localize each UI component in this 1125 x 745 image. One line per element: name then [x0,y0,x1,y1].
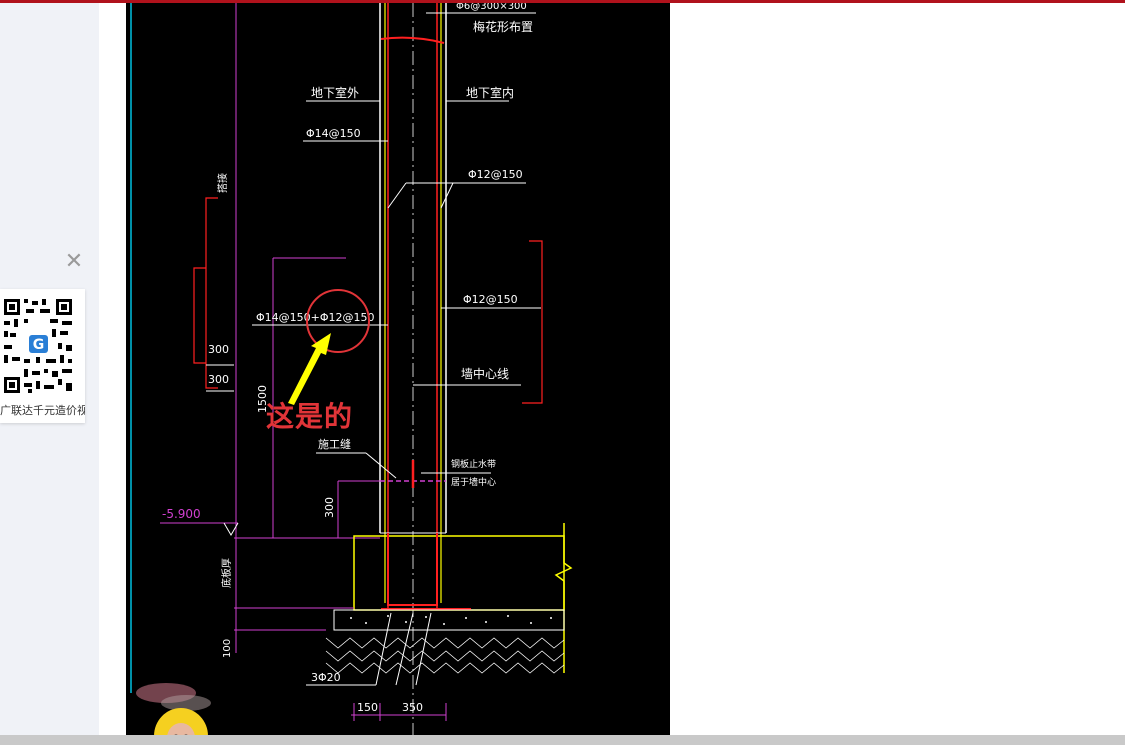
label-bar-inner-mid: Φ12@150 [463,293,518,306]
label-dim-1500: 1500 [256,385,269,413]
label-elevation: -5.900 [162,507,201,521]
label-waterstop-b: 居于墙中心 [451,476,496,488]
label-construction-joint: 施工缝 [318,437,351,451]
label-dim-350: 350 [402,701,423,714]
annotation-arrow [288,333,331,405]
label-base-thickness: 底板厚 [220,558,233,588]
label-waterstop-a: 钢板止水带 [451,458,496,470]
label-dim-100: 100 [222,639,233,658]
label-dim-150: 150 [357,701,378,714]
label-dim-300b: 300 [208,373,229,386]
close-icon[interactable]: ✕ [64,249,84,274]
qr-code-card[interactable]: G 广联达千元造价视频 [0,289,85,423]
label-wall-center: 墙中心线 [461,366,509,381]
qr-logo-letter: G [33,337,45,353]
cad-wall-section-drawing: Φ6@300×300 梅花形布置 地下室外 地下室内 Φ14@150 Φ12@1… [130,3,573,735]
label-dim-300c: 300 [323,497,336,518]
label-bar-combo: Φ14@150+Φ12@150 [256,311,375,324]
label-outside: 地下室外 [311,85,359,100]
label-dim-side: 搭接 [216,173,229,193]
label-inside: 地下室内 [466,85,514,100]
cad-drawing-canvas[interactable]: Φ6@300×300 梅花形布置 地下室外 地下室内 Φ14@150 Φ12@1… [126,3,670,735]
annotation-circle [306,289,370,353]
annotation-text: 这是的 [266,400,354,433]
label-bar-outer-top: Φ14@150 [306,127,361,140]
label-dim-300a: 300 [208,343,229,356]
label-top-note: 梅花形布置 [473,19,533,34]
top-accent-bar [0,0,1125,3]
bottom-scrollbar[interactable] [0,735,1125,745]
label-top-spec: Φ6@300×300 [456,3,527,12]
qr-code-image: G [0,297,76,397]
qr-caption: 广联达千元造价视频 [0,404,85,417]
left-side-panel: ✕ G 广联达 [0,3,99,745]
label-bottom-bar: 3Φ20 [311,671,341,684]
label-bar-inner-top: Φ12@150 [468,168,523,181]
